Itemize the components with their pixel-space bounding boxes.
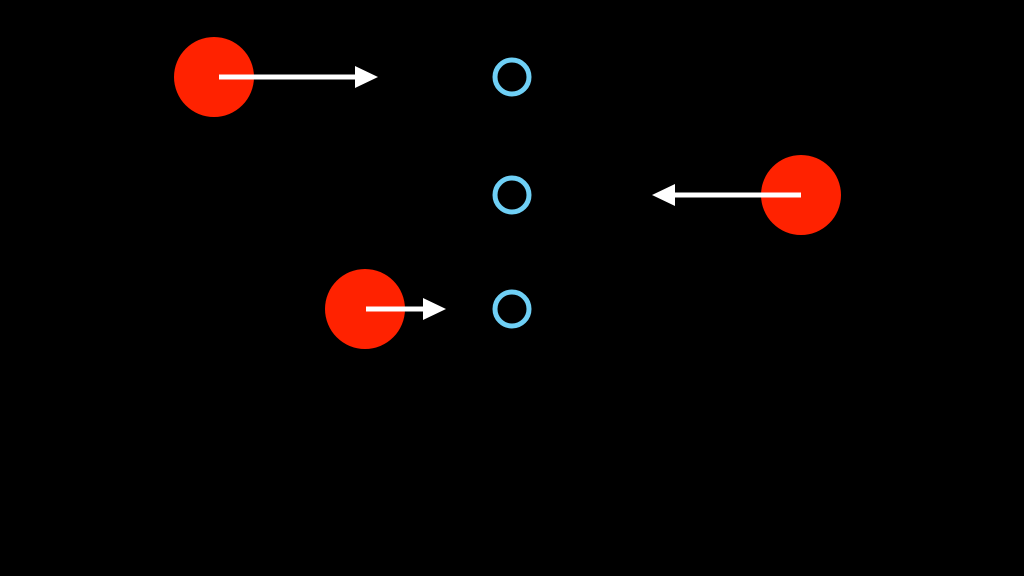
arrow-right-top <box>219 66 378 88</box>
red-ball-bottom <box>325 269 405 349</box>
arrow-right-bottom <box>366 298 446 320</box>
target-ring-middle <box>492 175 532 215</box>
arrow-left-middle <box>652 184 801 206</box>
target-ring-top <box>492 57 532 97</box>
red-ball-top <box>174 37 254 117</box>
target-ring-bottom <box>492 289 532 329</box>
